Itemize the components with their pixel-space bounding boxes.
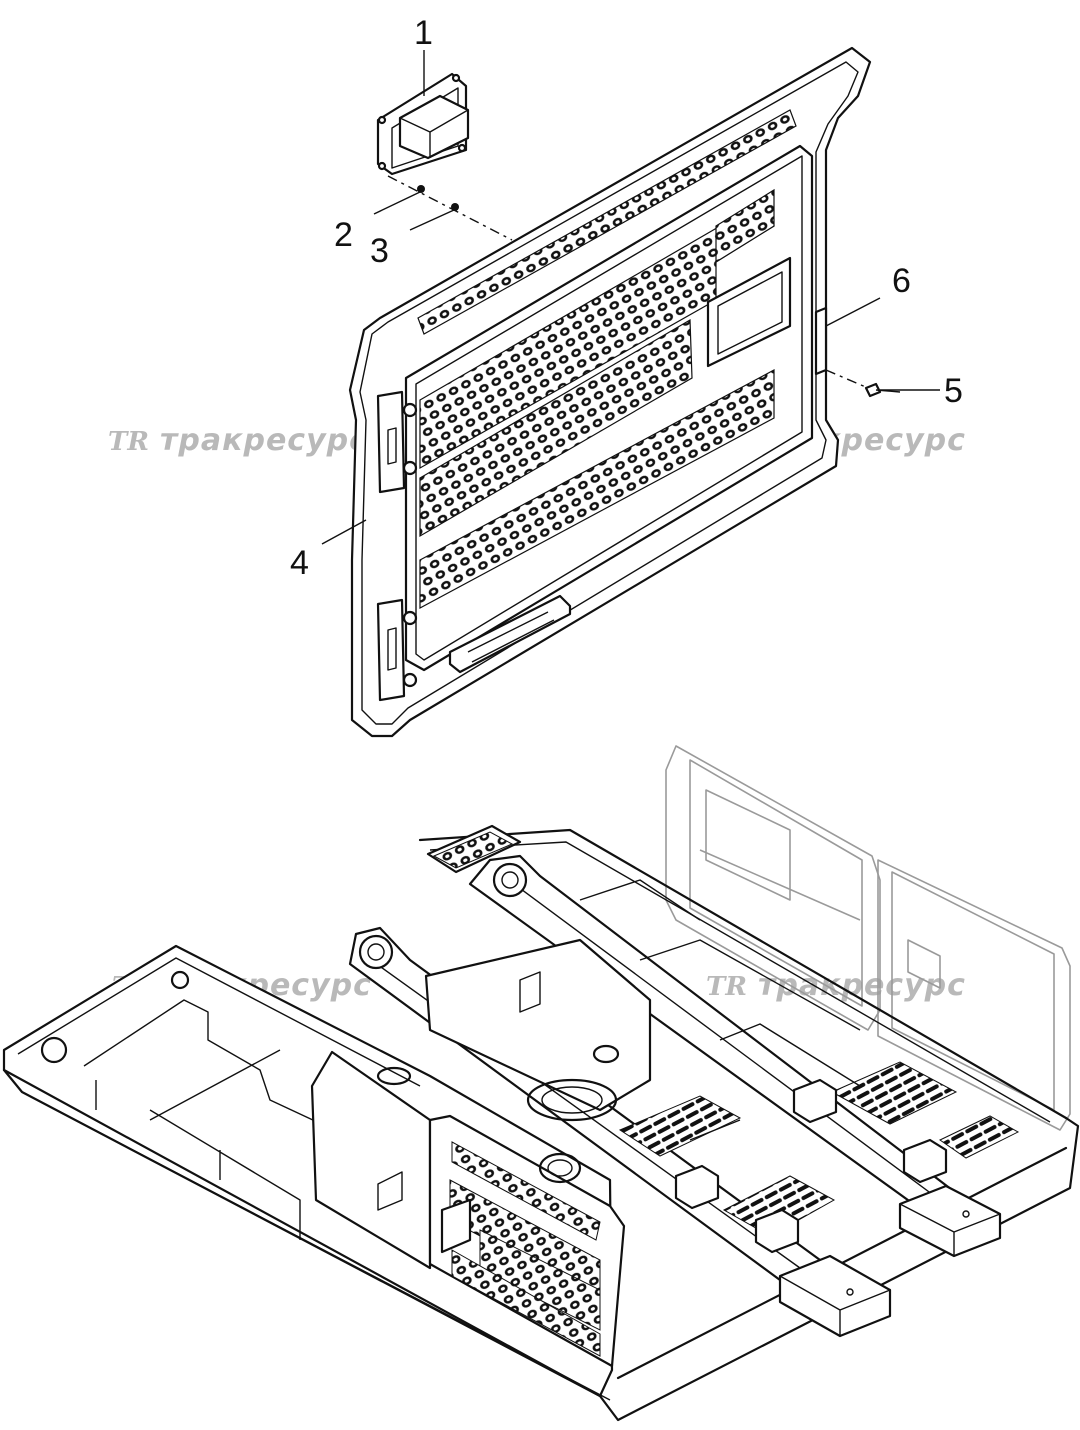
part-2-washer [417,185,425,193]
svg-text:TR: TR [108,427,149,457]
part-1-housing [376,72,470,176]
callout-5: 5 [944,372,963,410]
callout-4: 4 [290,544,309,582]
part-4-door-panel [348,46,872,738]
callout-6: 6 [892,262,911,300]
part-6-latch [814,306,828,376]
callout-2: 2 [334,216,353,254]
svg-text:тракресурс: тракресурс [160,423,368,458]
svg-text:TR: TR [706,972,747,1002]
leader-lines [321,50,940,545]
assembly-axis-1 [387,175,513,241]
machine-frame [2,745,1080,1422]
callout-3: 3 [370,232,389,270]
callout-1: 1 [414,14,433,52]
assembly-axis-5 [825,369,869,389]
watermark-top-left: TR тракресурс [108,423,368,458]
